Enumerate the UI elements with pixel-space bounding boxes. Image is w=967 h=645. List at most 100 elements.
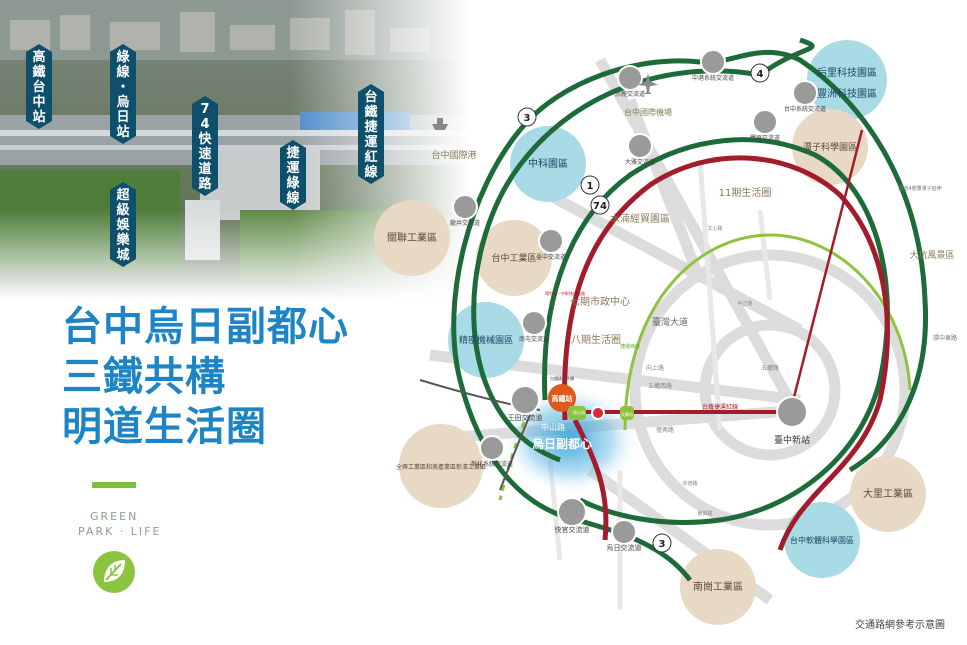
svg-text:1: 1 (587, 181, 594, 192)
label-wuquan-west: 五權西路 (648, 382, 672, 390)
route-badge-1: 1 (580, 175, 600, 195)
brand-line-2: PARK · LIFE (78, 525, 162, 538)
label-ic-kuaiguan: 快官交流道 (555, 525, 590, 534)
photo-tag-red-line: 台鐵捷運紅線 (358, 84, 384, 184)
interchange-markers (452, 49, 818, 545)
photo-tag-entertainment: 超級娛樂城 (110, 182, 136, 267)
interchange-zhonggang (700, 49, 726, 75)
label-fuxing: 復興路 (656, 426, 674, 434)
label-port: 台中國際港 (431, 149, 476, 161)
interchange-wangtian (510, 385, 540, 415)
zone-dali (850, 456, 926, 532)
label-ic-shalu: 沙鹿交流道 (615, 90, 645, 98)
red-line (561, 155, 890, 551)
zone-guanlian (374, 200, 450, 276)
zone-houli (807, 40, 887, 120)
title-line-2: 三鐵共構 (62, 353, 226, 400)
label-wuri-station: 烏日站 (573, 409, 585, 415)
interchange-fengyuan (752, 109, 778, 135)
label-dali: 大里工業區 (863, 487, 913, 500)
label-chongde: 崇德路 (682, 480, 697, 487)
label-airport: 台中國際機場 (624, 107, 672, 117)
photo-tag-hsr: 高鐵台中站 (26, 44, 52, 129)
label-ic-fengyuan: 豐原交流道 (750, 134, 780, 142)
label-ctsp: 中科園區 (528, 157, 568, 170)
label-ic-zhonggang: 中港系統交流道 (692, 74, 734, 82)
label-ic-taichung: 臺中交流道 (536, 253, 566, 261)
label-wuri-subcenter: 烏日副都心 (532, 436, 592, 451)
label-district-8: 八期生活圈 (571, 333, 621, 346)
label-hsr: 高鐵站 (552, 394, 573, 403)
interchange-nantun (521, 310, 547, 336)
traffic-map: 3 4 1 74 3 后里科技園區 豐洲科技園區 中科園區 精密機械園區 台中軟… (374, 37, 957, 631)
zone-quanxing (399, 424, 483, 508)
label-fengzhou: 豐洲科技園區 (817, 87, 877, 100)
label-guanlian: 關聯工業區 (387, 231, 437, 244)
label-ic-nantun: 南屯交流道 (519, 335, 549, 343)
label-precision: 精密機械園區 (459, 334, 513, 346)
label-hsr-hub: 台鐵捷運共構 (550, 375, 574, 381)
label-ic-wangtian: 王田交流道 (508, 413, 543, 422)
page-title: 台中烏日副都心 三鐵共構 明道生活圈 (62, 302, 422, 452)
route-badge-3-south: 3 (652, 533, 672, 553)
zones-blue (448, 40, 887, 578)
route-badge-74: 74 (590, 195, 610, 215)
label-green-line: 捷運綠線 (620, 343, 640, 350)
interchange-wuri (611, 519, 637, 545)
photo-tag-metro-green: 捷運綠線 (280, 140, 306, 210)
title-line-3: 明道生活圈 (62, 403, 267, 450)
ship-icon (432, 118, 448, 130)
svg-text:74: 74 (593, 201, 607, 212)
label-houli: 后里科技園區 (817, 66, 877, 79)
interchange-taichung (538, 228, 564, 254)
label-ic-taichung-sys: 台中系統交流道 (784, 105, 826, 113)
label-district-11: 11期生活圈 (719, 186, 772, 199)
zone-taichung-industrial (476, 220, 552, 296)
label-quanxing: 全興工業區和美產業區彰濱工業區 (396, 463, 486, 471)
label-taiwan-blvd: 臺灣大道 (652, 316, 688, 328)
interchange-changhua (479, 435, 505, 461)
zone-tanzi (792, 109, 868, 185)
label-wuquan-road: 五權路 (761, 364, 779, 372)
label-wenxin: 文心路 (707, 225, 722, 232)
label-zhongzheng: 中正路 (737, 300, 752, 307)
interchange-daya (627, 133, 653, 159)
route-badge-3-north: 3 (517, 107, 537, 127)
hsr-station-marker (548, 384, 576, 412)
svg-text:3: 3 (659, 539, 666, 550)
leaf-logo-icon (92, 550, 136, 598)
label-software: 台中軟體科學園區 (790, 535, 854, 545)
photo-tag-green-line-wuri: 綠線・烏日站 (110, 44, 136, 144)
label-dongxing: 東興路 (697, 510, 712, 517)
zone-nangang (680, 549, 756, 625)
zone-software (784, 502, 860, 578)
svg-text:4: 4 (757, 69, 764, 80)
brand-line-1: GREEN (90, 510, 139, 523)
label-huanzhong: 環中路・中彰快速道路 (545, 290, 585, 296)
label-east-road: 環中東路 (933, 334, 957, 342)
svg-text:3: 3 (524, 113, 531, 124)
label-taichung-industrial: 台中工業區 (491, 252, 536, 264)
label-ic-wuri: 烏日交流道 (607, 543, 642, 552)
label-ic-daya: 大雅交流道 (625, 158, 655, 166)
location-pin-icon (591, 406, 605, 420)
label-new-station: 臺中新站 (774, 434, 810, 446)
label-shuinan: 水湳經貿園區 (610, 212, 670, 225)
label-district-7: 七期市政中心 (570, 295, 630, 308)
accent-bar (92, 482, 136, 488)
airplane-icon (638, 73, 658, 94)
interchange-taichung-sys (792, 80, 818, 106)
label-zhongshan-road: 中山路 (541, 422, 565, 432)
label-ic-changhua: 彰化系統交流道 (471, 460, 513, 468)
label-nangang: 南崗工業區 (693, 580, 743, 593)
zone-ctsp (510, 126, 586, 202)
route-badge-4: 4 (750, 63, 770, 83)
interchange-kuaiguan (557, 497, 587, 527)
title-line-1: 台中烏日副都心 (62, 303, 349, 350)
zone-precision (448, 302, 524, 378)
label-dakeng: 大坑風景區 (909, 249, 954, 261)
label-red-line: 台鐵捷運紅線 (702, 403, 738, 411)
footer-note: 交通路網參考示意圖 (855, 618, 945, 631)
label-xiangshang: 向上路 (646, 364, 664, 372)
